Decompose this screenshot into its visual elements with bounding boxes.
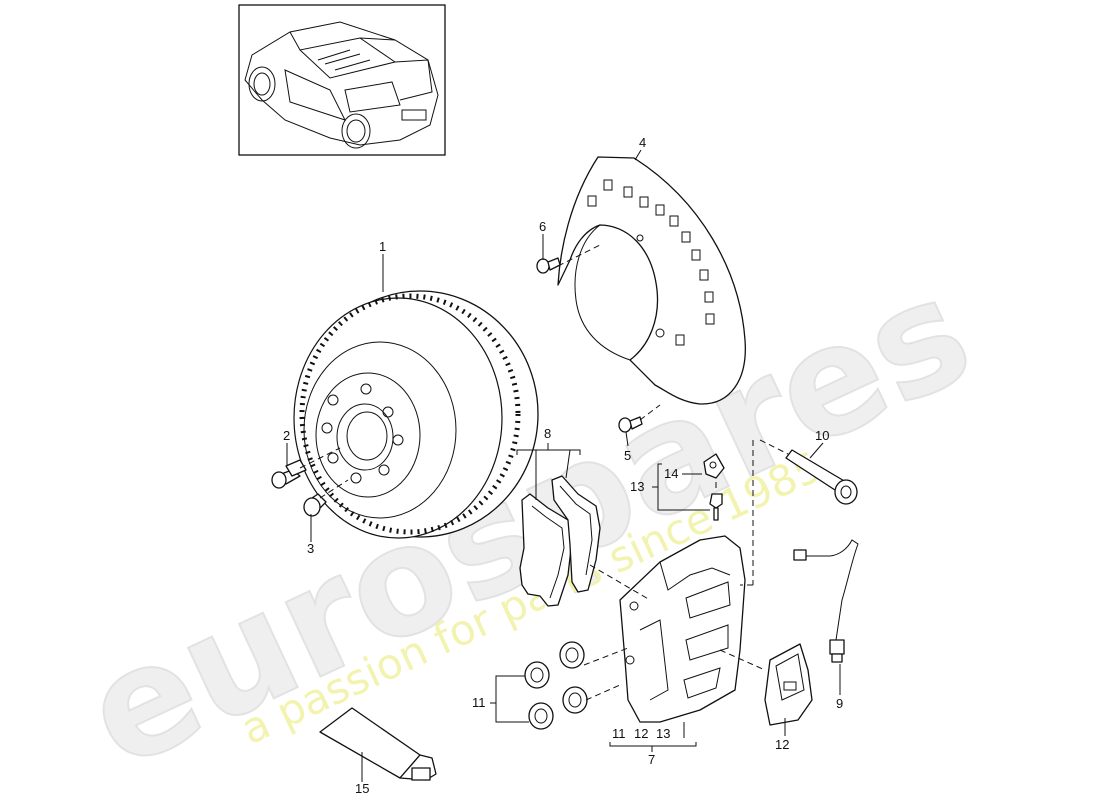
callout-3: 3: [307, 541, 314, 556]
brake-shield-icon: [557, 156, 746, 405]
suv-thumbnail-icon: [244, 21, 439, 149]
callout-8: 8: [544, 426, 551, 441]
callout-5: 5: [624, 448, 631, 463]
callout-14: 14: [664, 466, 678, 481]
caliper-bolt-icon: [785, 449, 858, 505]
bleeder-cap-icon: [703, 453, 725, 479]
callout-7: 7: [648, 752, 655, 767]
brake-caliper-icon: [619, 535, 746, 723]
shield-vent-slots: [587, 179, 715, 346]
vehicle-thumbnail: [238, 4, 446, 156]
callout-6: 6: [539, 219, 546, 234]
callout-15: 15: [355, 781, 369, 796]
brake-disc-icon: [293, 290, 539, 539]
callout-4: 4: [639, 135, 646, 150]
retaining-spring-icon: [764, 643, 813, 726]
callout-7-sub-12: 12: [634, 726, 648, 741]
callout-1: 1: [379, 239, 386, 254]
piston-seal-icon: [524, 641, 588, 730]
sleeve-icon: [303, 493, 327, 517]
callout-labels: 1 2 3 4 5 6 7 8 9 10 11 12 13 14 15 11 1…: [283, 135, 843, 796]
wheel-bolt-icon: [271, 459, 307, 489]
leader-lines: [286, 149, 841, 782]
brake-pad-icon: [519, 475, 601, 607]
shield-screw-top-icon: [536, 257, 561, 274]
callout-7-sub-11: 11: [612, 726, 626, 741]
callout-10: 10: [815, 428, 829, 443]
callout-9: 9: [836, 696, 843, 711]
bleeder-valve-icon: [709, 493, 723, 521]
shield-screw-icon: [618, 416, 643, 433]
callout-11: 11: [472, 695, 486, 710]
callout-7-sub-13: 13: [656, 726, 670, 741]
wear-sensor-icon: [793, 539, 859, 663]
paste-tube-icon: [319, 707, 437, 781]
callout-2: 2: [283, 428, 290, 443]
callout-13: 13: [630, 479, 644, 494]
callout-12: 12: [775, 737, 789, 752]
